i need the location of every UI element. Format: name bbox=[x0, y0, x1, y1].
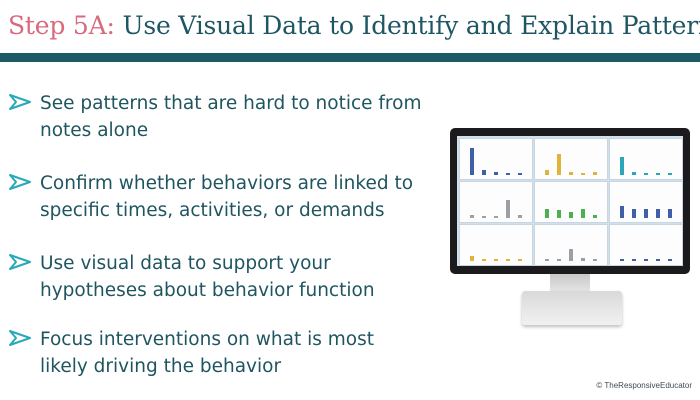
dashboard-bar bbox=[506, 173, 510, 175]
dashboard-bar bbox=[668, 259, 672, 261]
dashboard-bar bbox=[482, 259, 486, 261]
dashboard-bar bbox=[482, 216, 486, 218]
dashboard-bar bbox=[620, 259, 624, 261]
dashboard-bar bbox=[581, 173, 585, 175]
slide-title: Step 5A: Use Visual Data to Identify and… bbox=[8, 10, 700, 42]
monitor-base bbox=[522, 291, 622, 325]
dashboard-bar bbox=[632, 259, 636, 261]
chevron-right-icon bbox=[9, 254, 31, 270]
dashboard-chart-panel bbox=[609, 181, 683, 223]
dashboard-bar bbox=[644, 173, 648, 175]
dashboard-bar bbox=[581, 209, 585, 218]
dashboard-bar bbox=[470, 256, 474, 261]
dashboard-bar bbox=[656, 259, 660, 261]
dashboard-bar bbox=[668, 173, 672, 175]
chevron-right-icon bbox=[9, 94, 31, 110]
bullet-line: notes alone bbox=[40, 120, 149, 141]
dashboard-bar bbox=[557, 210, 561, 218]
dashboard-bar bbox=[632, 209, 636, 218]
dashboard-bar bbox=[557, 154, 561, 175]
chevron-right-icon bbox=[9, 174, 31, 190]
dashboard-bar bbox=[569, 172, 573, 175]
dashboard-bar bbox=[656, 209, 660, 218]
dashboard-bar bbox=[632, 172, 636, 175]
dashboard-screen bbox=[457, 136, 683, 266]
dashboard-chart-panel bbox=[459, 181, 533, 223]
dashboard-chart-panel bbox=[609, 224, 683, 266]
bullet-text: Use visual data to support your hypothes… bbox=[40, 250, 430, 304]
bullet-line: Confirm whether behaviors are linked to bbox=[40, 173, 414, 194]
dashboard-bar bbox=[620, 157, 624, 175]
dashboard-bar bbox=[482, 170, 486, 175]
dashboard-bar bbox=[620, 206, 624, 218]
dashboard-bar bbox=[470, 148, 474, 175]
dashboard-bar bbox=[518, 215, 522, 218]
bullet-text: Confirm whether behaviors are linked to … bbox=[40, 170, 430, 224]
copyright-text: © TheResponsiveEducator bbox=[596, 381, 692, 390]
monitor-bezel bbox=[450, 128, 690, 274]
dashboard-bar bbox=[470, 215, 474, 218]
dashboard-bar bbox=[557, 259, 561, 261]
monitor-icon bbox=[450, 128, 690, 328]
dashboard-bar bbox=[494, 259, 498, 261]
title-text: Use Visual Data to Identify and Explain … bbox=[122, 11, 700, 40]
bullet-line: hypotheses about behavior function bbox=[40, 280, 375, 301]
dashboard-bar bbox=[518, 173, 522, 175]
dashboard-bar bbox=[545, 209, 549, 218]
dashboard-bar bbox=[494, 216, 498, 218]
dashboard-bar bbox=[593, 172, 597, 175]
bullet-text: See patterns that are hard to notice fro… bbox=[40, 90, 430, 144]
dashboard-bar bbox=[593, 259, 597, 261]
dashboard-bar bbox=[668, 209, 672, 218]
monitor-neck bbox=[550, 274, 590, 294]
dashboard-chart-panel bbox=[609, 138, 683, 180]
title-bar: Step 5A: Use Visual Data to Identify and… bbox=[0, 0, 700, 52]
bullet-line: Use visual data to support your bbox=[40, 253, 331, 274]
dashboard-chart-panel bbox=[459, 138, 533, 180]
dashboard-bar bbox=[593, 215, 597, 218]
dashboard-bar bbox=[545, 259, 549, 261]
header-divider bbox=[0, 53, 700, 62]
dashboard-chart-panel bbox=[534, 224, 608, 266]
dashboard-bar bbox=[644, 259, 648, 261]
dashboard-bar bbox=[545, 170, 549, 175]
bullet-line: specific times, activities, or demands bbox=[40, 200, 385, 221]
dashboard-bar bbox=[518, 259, 522, 261]
dashboard-bar bbox=[644, 209, 648, 218]
dashboard-bar bbox=[581, 258, 585, 261]
dashboard-chart-panel bbox=[459, 224, 533, 266]
chevron-right-icon bbox=[9, 330, 31, 346]
dashboard-chart-panel bbox=[534, 138, 608, 180]
dashboard-bar bbox=[656, 173, 660, 175]
dashboard-bar bbox=[506, 200, 510, 218]
dashboard-bar bbox=[569, 212, 573, 218]
step-label: Step 5A: bbox=[8, 11, 115, 40]
bullet-text: Focus interventions on what is most like… bbox=[40, 326, 430, 380]
dashboard-bar bbox=[494, 172, 498, 175]
dashboard-chart-panel bbox=[534, 181, 608, 223]
bullet-line: likely driving the behavior bbox=[40, 356, 282, 377]
dashboard-bar bbox=[506, 259, 510, 261]
bullet-line: See patterns that are hard to notice fro… bbox=[40, 93, 422, 114]
bullet-line: Focus interventions on what is most bbox=[40, 329, 374, 350]
dashboard-bar bbox=[569, 249, 573, 261]
